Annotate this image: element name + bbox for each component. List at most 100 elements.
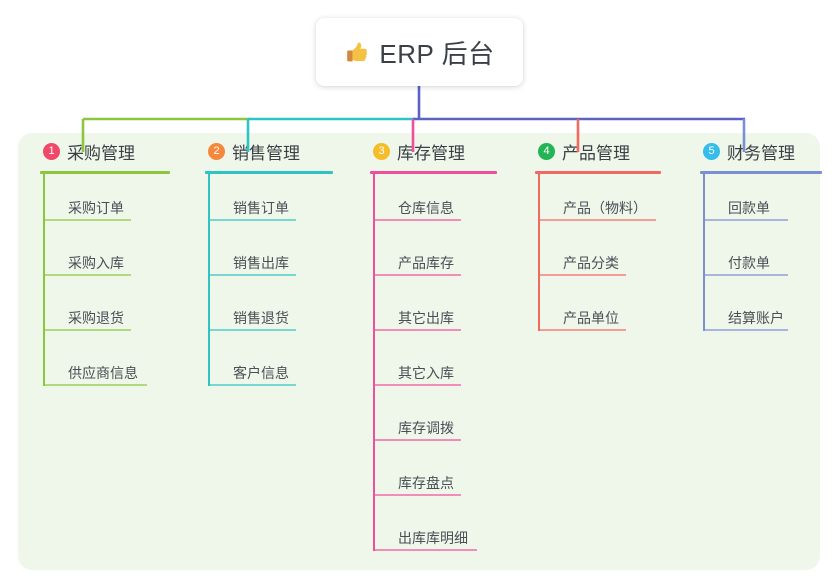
leaf-item-label: 产品（物料） [563,200,647,216]
column-spine-2 [208,174,210,386]
root-node-title: ERP 后台 [379,38,495,69]
leaf-item-label: 出库库明细 [398,530,468,546]
leaf-item-rule [373,219,461,221]
leaf-item-label: 采购入库 [68,255,124,271]
column-title-1: 采购管理 [67,143,135,163]
column-header-1[interactable]: 1 采购管理 [40,133,170,169]
leaf-item[interactable]: 库存盘点 [370,449,497,504]
leaf-item[interactable]: 采购订单 [40,174,170,229]
leaf-item-label: 产品分类 [563,255,619,271]
leaf-item-label: 付款单 [728,255,770,271]
column-header-2[interactable]: 2 销售管理 [205,133,333,169]
column-items-1: 采购订单采购入库采购退货供应商信息 [40,174,170,394]
column-1: 1 采购管理采购订单采购入库采购退货供应商信息 [40,133,170,394]
leaf-item-rule [43,274,131,276]
column-header-5[interactable]: 5 财务管理 [700,133,822,169]
leaf-item-label: 结算账户 [728,310,784,326]
leaf-item[interactable]: 销售退货 [205,284,333,339]
column-title-4: 产品管理 [562,143,630,163]
leaf-item-label: 回款单 [728,200,770,216]
leaf-item-rule [703,274,788,276]
columns-container: 1 采购管理采购订单采购入库采购退货供应商信息 2 销售管理销售订单销售出库销售退货客… [18,133,822,570]
leaf-item[interactable]: 销售订单 [205,174,333,229]
column-3: 3 库存管理仓库信息产品库存其它出库其它入库库存调拨库存盘点出库库明细 [370,133,497,559]
column-spine-4 [538,174,540,331]
leaf-item-rule [538,329,626,331]
leaf-item-rule [373,439,461,441]
column-badge-3: 3 [373,142,390,160]
leaf-item-label: 销售出库 [233,255,289,271]
column-items-4: 产品（物料） 产品分类产品单位 [535,174,661,339]
leaf-item-rule [373,384,461,386]
leaf-item-rule [373,494,461,496]
leaf-item-label: 供应商信息 [68,365,138,381]
leaf-item-rule [703,219,788,221]
leaf-item-rule [703,329,788,331]
leaf-item[interactable]: 客户信息 [205,339,333,394]
leaf-item[interactable]: 产品库存 [370,229,497,284]
column-header-rule-1 [40,171,170,174]
leaf-item[interactable]: 产品（物料） [535,174,661,229]
leaf-item-label: 客户信息 [233,365,289,381]
leaf-item-label: 库存盘点 [398,475,454,491]
leaf-item[interactable]: 仓库信息 [370,174,497,229]
column-2: 2 销售管理销售订单销售出库销售退货客户信息 [205,133,333,394]
root-node-card[interactable]: ERP 后台 [316,18,523,86]
leaf-item-rule [208,384,296,386]
column-header-rule-3 [370,171,497,174]
column-items-3: 仓库信息产品库存其它出库其它入库库存调拨库存盘点出库库明细 [370,174,497,559]
leaf-item-label: 仓库信息 [398,200,454,216]
leaf-item[interactable]: 其它出库 [370,284,497,339]
column-header-rule-4 [535,171,661,174]
column-badge-2: 2 [208,142,225,160]
column-title-5: 财务管理 [727,143,795,163]
leaf-item-rule [208,329,296,331]
leaf-item-label: 采购退货 [68,310,124,326]
leaf-item[interactable]: 产品单位 [535,284,661,339]
column-5: 5 财务管理回款单付款单结算账户 [700,133,822,339]
leaf-item[interactable]: 供应商信息 [40,339,170,394]
leaf-item-rule [373,274,461,276]
column-spine-3 [373,174,375,551]
leaf-item[interactable]: 产品分类 [535,229,661,284]
leaf-item-label: 其它入库 [398,365,454,381]
column-4: 4 产品管理产品（物料） 产品分类产品单位 [535,133,661,339]
leaf-item[interactable]: 出库库明细 [370,504,497,559]
column-header-rule-2 [205,171,333,174]
leaf-item-label: 库存调拨 [398,420,454,436]
column-header-3[interactable]: 3 库存管理 [370,133,497,169]
column-spine-5 [703,174,705,331]
leaf-item-rule [538,274,626,276]
column-title-2: 销售管理 [232,143,300,163]
thumbs-up-icon [347,42,368,62]
column-items-5: 回款单付款单结算账户 [700,174,822,339]
leaf-item-rule [538,219,656,221]
leaf-item-label: 销售退货 [233,310,289,326]
leaf-item-label: 产品单位 [563,310,619,326]
leaf-item-rule [373,549,477,551]
column-badge-5: 5 [703,142,720,160]
diagram-panel [18,133,820,570]
leaf-item-rule [208,274,296,276]
leaf-item[interactable]: 结算账户 [700,284,822,339]
leaf-item-label: 销售订单 [233,200,289,216]
leaf-item[interactable]: 付款单 [700,229,822,284]
leaf-item[interactable]: 采购入库 [40,229,170,284]
leaf-item-label: 采购订单 [68,200,124,216]
column-badge-4: 4 [538,142,555,160]
column-badge-1: 1 [43,142,60,160]
leaf-item-rule [43,219,131,221]
leaf-item-rule [373,329,461,331]
leaf-item[interactable]: 销售出库 [205,229,333,284]
leaf-item[interactable]: 回款单 [700,174,822,229]
column-header-4[interactable]: 4 产品管理 [535,133,661,169]
column-items-2: 销售订单销售出库销售退货客户信息 [205,174,333,394]
leaf-item-label: 产品库存 [398,255,454,271]
leaf-item-rule [43,329,131,331]
leaf-item[interactable]: 采购退货 [40,284,170,339]
leaf-item-label: 其它出库 [398,310,454,326]
leaf-item[interactable]: 其它入库 [370,339,497,394]
column-title-3: 库存管理 [397,143,465,163]
column-spine-1 [43,174,45,386]
leaf-item[interactable]: 库存调拨 [370,394,497,449]
